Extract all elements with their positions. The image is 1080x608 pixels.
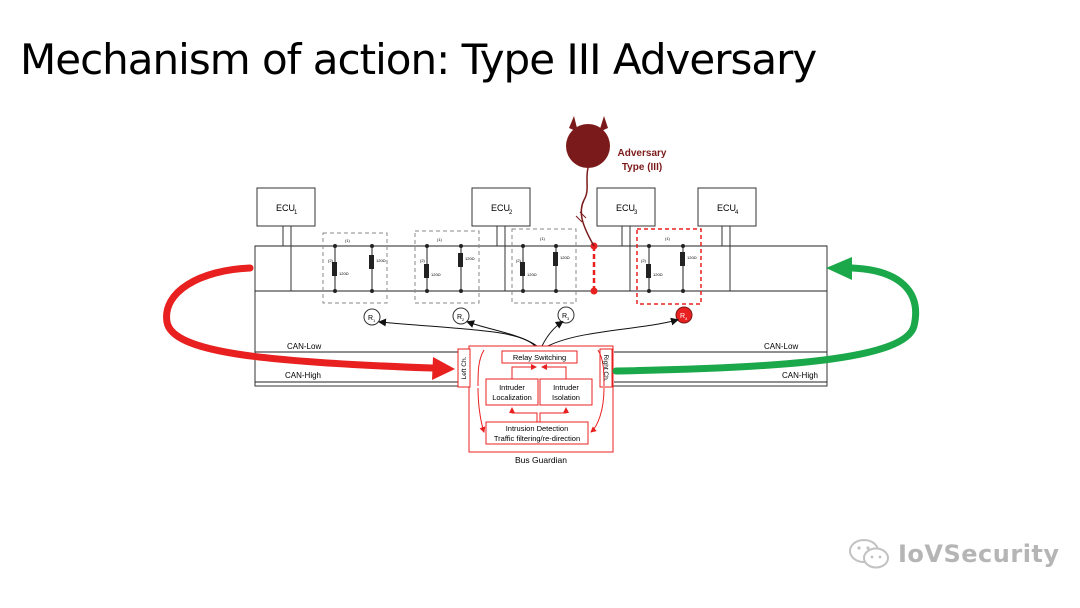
red-flow-arrowhead bbox=[432, 357, 455, 380]
relay-control-arrow-3 bbox=[541, 320, 564, 347]
wechat-icon bbox=[849, 539, 889, 569]
red-flow-arrow bbox=[163, 264, 436, 372]
ecu-1-sub: 1 bbox=[294, 210, 298, 216]
right-channel-label: Right Ch. bbox=[602, 354, 609, 381]
adversary-label-line2: Type (III) bbox=[622, 162, 662, 173]
relay-2-pos-2: (2) bbox=[420, 258, 426, 263]
svg-text:3: 3 bbox=[567, 316, 570, 321]
relay-control-arrow-1 bbox=[378, 318, 536, 347]
green-flow-arrowhead bbox=[826, 257, 852, 280]
green-flow-arrow bbox=[612, 264, 919, 375]
ecu-2-label: ECU bbox=[491, 203, 510, 213]
right-channel-box bbox=[599, 348, 613, 388]
intruder-localization-label-1: Intruder bbox=[499, 383, 525, 392]
relay-2-resistor-a: 120Ω bbox=[431, 272, 441, 277]
relay-node-1: R 1 bbox=[363, 308, 381, 326]
intruder-isolation-label-2: Isolation bbox=[552, 393, 580, 402]
svg-text:2: 2 bbox=[462, 317, 465, 322]
relay-4-resistor-a: 120Ω bbox=[653, 272, 663, 277]
watermark-text: IoVSecurity bbox=[898, 540, 1060, 568]
ecu-2-sub: 2 bbox=[509, 210, 513, 216]
relay-4-resistor-b: 120Ω bbox=[687, 255, 697, 260]
ecu-3-sub: 3 bbox=[634, 210, 638, 216]
relay-4-pos-2: (2) bbox=[641, 258, 647, 263]
left-channel-box bbox=[457, 348, 471, 388]
ecu-1-label: ECU bbox=[276, 203, 295, 213]
intrusion-detection-label-1: Intrusion Detection bbox=[506, 424, 569, 433]
relay-control-arrow-4 bbox=[547, 317, 679, 347]
relay-4-pos-1: (1) bbox=[665, 236, 671, 241]
intruder-localization-label-2: Localization bbox=[492, 393, 532, 402]
relay-2-resistor-b: 120Ω bbox=[465, 256, 475, 261]
ecu-4: ECU 4 bbox=[697, 187, 757, 291]
svg-text:R: R bbox=[680, 313, 685, 320]
can-low-left-label: CAN-Low bbox=[287, 342, 321, 351]
relay-node-3: R 3 bbox=[557, 306, 575, 324]
relay-1-pos-2: (2) bbox=[328, 258, 334, 263]
ecu-2: ECU 2 bbox=[471, 187, 531, 291]
relay-box-1: 120Ω 120Ω (1) (2) bbox=[322, 232, 388, 304]
can-high-left-label: CAN-High bbox=[285, 371, 321, 380]
relay-3-pos-1: (1) bbox=[540, 236, 546, 241]
relay-switching-label: Relay Switching bbox=[513, 353, 566, 362]
relay-1-resistor-a: 120Ω bbox=[339, 271, 349, 276]
left-channel-label: Left Ch. bbox=[461, 356, 468, 379]
relay-3-resistor-b: 120Ω bbox=[560, 255, 570, 260]
intrusion-detection-label-2: Traffic filtering/re-direction bbox=[494, 434, 580, 443]
svg-text:R: R bbox=[368, 315, 373, 322]
adversary-tap-node-bottom bbox=[590, 287, 598, 295]
intruder-isolation-label-1: Intruder bbox=[553, 383, 579, 392]
can-high-right-label: CAN-High bbox=[782, 371, 818, 380]
can-low-right-label: CAN-Low bbox=[764, 342, 798, 351]
ecu-4-label: ECU bbox=[717, 203, 736, 213]
bus-guardian-label: Bus Guardian bbox=[515, 455, 567, 465]
relay-control-arrow-2 bbox=[466, 320, 538, 347]
relay-node-4-compromised: R 4 bbox=[675, 306, 693, 324]
bus-guardian bbox=[457, 345, 614, 453]
relay-1-pos-1: (1) bbox=[345, 238, 351, 243]
slide-title: Mechanism of action: Type III Adversary bbox=[20, 35, 817, 84]
adversary-label-line1: Adversary bbox=[618, 148, 667, 159]
ecu-4-sub: 4 bbox=[735, 210, 739, 216]
adversary-devil-icon bbox=[566, 116, 610, 247]
relay-3-pos-2: (2) bbox=[516, 258, 522, 263]
relay-3-resistor-a: 120Ω bbox=[527, 272, 537, 277]
relay-1-resistor-b: 120Ω bbox=[376, 258, 386, 263]
ecu-1: ECU 1 bbox=[256, 187, 316, 291]
svg-text:1: 1 bbox=[373, 318, 376, 323]
ecu-3-label: ECU bbox=[616, 203, 635, 213]
ecu-3: ECU 3 bbox=[596, 187, 656, 291]
relay-box-4-compromised: 120Ω 120Ω (1) (2) bbox=[636, 228, 702, 305]
relay-2-pos-1: (1) bbox=[437, 237, 443, 242]
svg-text:4: 4 bbox=[685, 316, 688, 321]
svg-text:R: R bbox=[562, 313, 567, 320]
relay-node-2: R 2 bbox=[452, 307, 470, 325]
svg-text:R: R bbox=[457, 314, 462, 321]
watermark: IoVSecurity bbox=[848, 537, 1060, 571]
relay-box-2: 120Ω 120Ω (1) (2) bbox=[414, 230, 480, 304]
relay-box-3: 120Ω 120Ω (1) (2) bbox=[511, 228, 577, 304]
